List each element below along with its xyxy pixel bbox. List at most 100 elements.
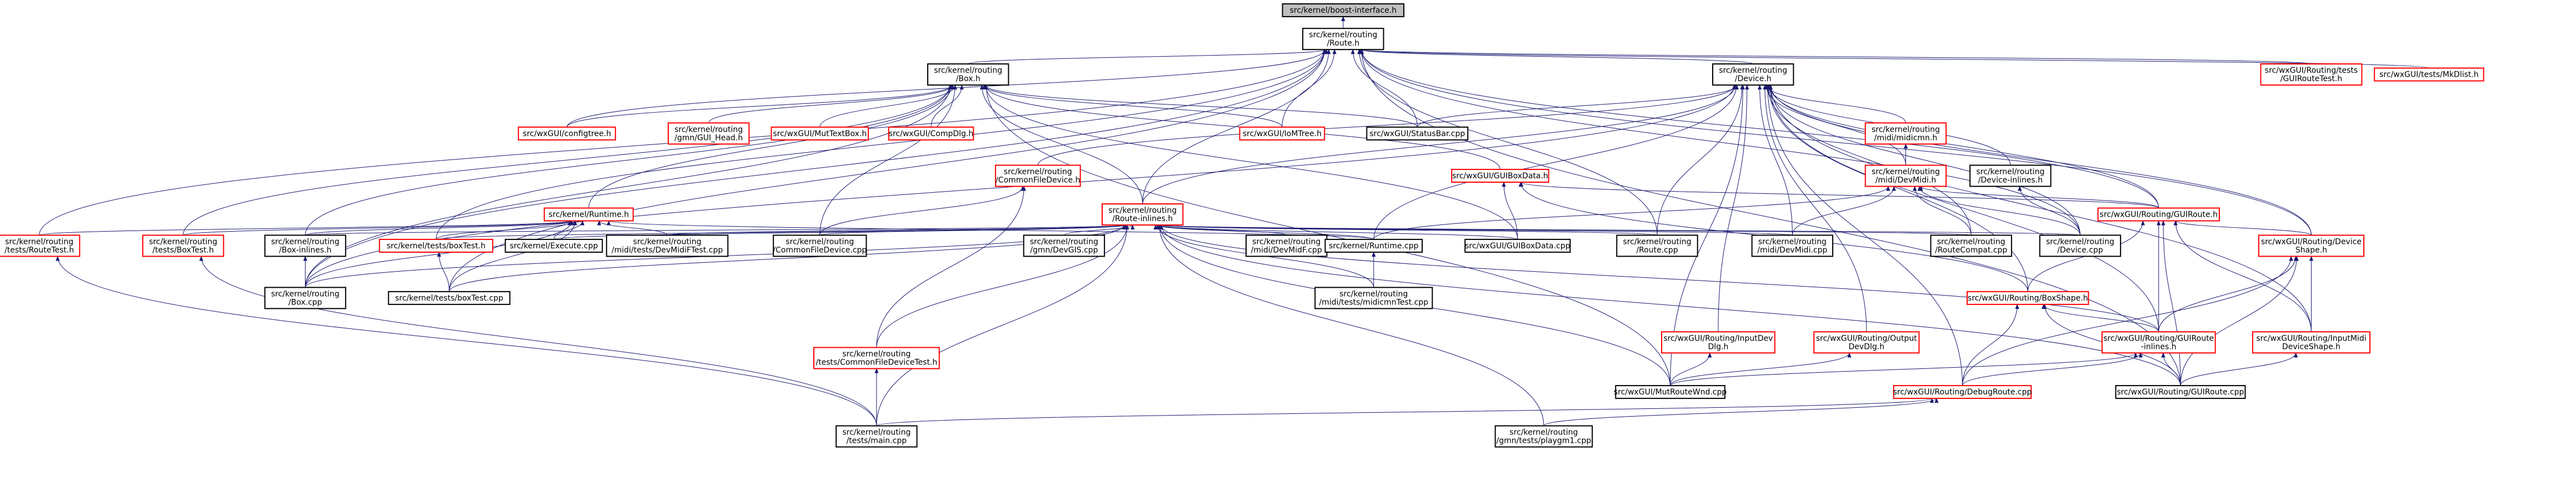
node-boxtest-cpp[interactable]: src/kernel/tests/boxTest.cpp (388, 291, 511, 305)
node-guiroutetest[interactable]: src/wxGUI/Routing/tests/GUIRouteTest.h (2260, 63, 2363, 86)
node-label: src/wxGUI/MutRouteWnd.cpp (1614, 388, 1727, 397)
node-gmngui-head[interactable]: src/kernel/routing/gmn/GUI_Head.h (667, 122, 750, 145)
edge-boxinlines-h-to-routeinlines-h (305, 224, 1126, 236)
node-route-h[interactable]: src/kernel/routing/Route.h (1302, 28, 1384, 51)
node-playgm1[interactable]: src/kernel/routing/gmn/tests/playgm1.cpp (1494, 425, 1593, 448)
node-deviceinlines-h[interactable]: src/kernel/routing/Device-inlines.h (1969, 164, 2052, 187)
node-guiboxdata-h[interactable]: src/wxGUI/GUIBoxData.h (1451, 168, 1549, 183)
node-configtree-h[interactable]: src/wxGUI/configtree.h (518, 126, 616, 141)
node-box (2258, 234, 2365, 257)
node-gmndevgis[interactable]: src/kernel/routing/gmn/DevGIS.cpp (1023, 234, 1106, 257)
node-commonfiledevice-cpp[interactable]: src/kernel/routing/CommonFileDevice.cpp (773, 234, 867, 257)
node-label: src/wxGUI/StatusBar.cpp (1369, 129, 1465, 138)
node-commonfiledevicetest[interactable]: src/kernel/routing/tests/CommonFileDevic… (813, 347, 940, 369)
node-device-h[interactable]: src/kernel/routing/Device.h (1712, 63, 1794, 86)
node-routetest-h[interactable]: src/kernel/routing/tests/RouteTest.h (0, 234, 81, 257)
node-label: /gmn/GUI_Head.h (674, 133, 743, 142)
node-label: src/kernel/routing (1030, 237, 1098, 246)
edge-commonfiledevice-cpp-to-commonfiledevice-h (819, 186, 1025, 236)
edge-guiroute-h-to-mididevmidi-h (1919, 186, 2159, 208)
node-box (1239, 126, 1325, 141)
node-boxtest-h2[interactable]: src/kernel/tests/boxTest.h (379, 238, 493, 253)
node-label: src/wxGUI/GUIBoxData.cpp (1465, 242, 1570, 251)
node-box (1324, 238, 1423, 253)
edge-guirouteinlines-to-routeinlines-h (1159, 224, 2159, 332)
node-midicmntest[interactable]: src/kernel/routing/midi/tests/midicmnTes… (1314, 287, 1433, 309)
node-iomtree[interactable]: src/wxGUI/IoMTree.h (1239, 126, 1325, 141)
node-box (379, 238, 493, 253)
node-label: DevDlg.h (1849, 342, 1885, 351)
node-guiroute-cpp[interactable]: src/wxGUI/Routing/GUIRoute.cpp (2115, 385, 2246, 399)
edge-guiroutetest-to-route-h (1360, 49, 2312, 64)
node-main-cpp[interactable]: src/kernel/routing/tests/main.cpp (836, 425, 918, 448)
node-mkdlist[interactable]: src/wxGUI/tests/MkDlist.h (2374, 67, 2484, 82)
node-label: /Device.h (1735, 74, 1772, 83)
node-label: src/kernel/routing (271, 237, 339, 246)
edge-devmiditest-to-runtime-h (597, 220, 668, 236)
node-guiboxshape-h[interactable]: src/wxGUI/Routing/BoxShape.h (1967, 291, 2089, 305)
node-mutroutewnd[interactable]: src/wxGUI/MutRouteWnd.cpp (1614, 385, 1727, 399)
node-mididevmidi-h[interactable]: src/kernel/routing/midi/DevMidi.h (1864, 164, 1947, 187)
node-boxinlines-h[interactable]: src/kernel/routing/Box-inlines.h (264, 234, 347, 257)
node-route-cpp[interactable]: src/kernel/routing/Route.cpp (1616, 234, 1698, 257)
node-label: -inlines.h (2141, 342, 2177, 351)
node-commonfiledevice-h[interactable]: src/kernel/routing/CommonFileDevice.h (994, 164, 1081, 187)
edge-inputmidi-to-device-h (1768, 84, 2312, 332)
node-execute-cpp[interactable]: src/kernel/Execute.cpp (504, 238, 603, 253)
node-box (1864, 122, 1947, 145)
edge-guirouteinlines-to-device-h (1768, 84, 2159, 332)
node-guideviceshape-h[interactable]: src/wxGUI/Routing/DeviceShape.h (2258, 234, 2365, 257)
node-label: src/wxGUI/Routing/GUIRoute (2103, 334, 2214, 343)
node-box (543, 207, 634, 222)
node-label: src/kernel/boost-interface.h (1289, 6, 1397, 15)
edge-debugroute-to-guiboxshape-h (1962, 304, 2019, 386)
node-label: src/kernel/routing (1976, 167, 2044, 176)
edge-mkdlist-to-route-h (1360, 49, 2429, 69)
node-label: src/kernel/routing (1339, 289, 1408, 298)
edge-layer (39, 16, 2429, 426)
node-guiroute-h[interactable]: src/wxGUI/Routing/GUIRoute.h (2097, 207, 2220, 222)
node-box (1712, 63, 1794, 86)
node-label: src/kernel/tests/boxTest.h (387, 242, 486, 251)
edge-guirouteinlines-to-guideviceshape-h (2158, 256, 2298, 332)
edge-devmidi-cpp-to-routeinlines-h (1159, 224, 1793, 236)
node-label: Dlg.h (1708, 342, 1728, 351)
edge-mutroutewnd-to-guirouteinlines (1670, 352, 2138, 386)
node-midicmn[interactable]: src/kernel/routing/midi/midicmn.h (1864, 122, 1947, 145)
node-devmiditest[interactable]: src/kernel/routing/midi/tests/DevMidiFTe… (606, 234, 729, 257)
node-compdlg[interactable]: src/wxGUI/CompDlg.h (888, 126, 974, 141)
node-devmidi-cpp[interactable]: src/kernel/routing/midi/DevMidi.cpp (1751, 234, 1834, 257)
node-device-cpp[interactable]: src/kernel/routing/Device.cpp (2039, 234, 2122, 257)
node-boxtest-h[interactable]: src/kernel/routing/tests/BoxTest.h (142, 234, 224, 257)
edge-debugroute-to-guirouteinlines (1962, 352, 2143, 386)
node-runtime-cpp[interactable]: src/kernel/Runtime.cpp (1324, 238, 1423, 253)
node-label: src/kernel/routing (674, 125, 743, 134)
node-devmidf[interactable]: src/kernel/routing/midi/DevMidF.cpp (1246, 234, 1328, 257)
node-label: /Device-inlines.h (1978, 176, 2043, 184)
node-label: /midi/DevMidi.cpp (1757, 246, 1827, 254)
edge-devmiditest-to-routeinlines-h (667, 224, 1127, 236)
node-box-cpp[interactable]: src/kernel/routing/Box.cpp (264, 287, 347, 309)
edge-routetest-h-to-runtime-h (39, 220, 572, 236)
node-box (927, 63, 1009, 86)
edge-guiroute-h-to-guiboxdata-h (1519, 182, 2159, 208)
node-debugroute[interactable]: src/wxGUI/Routing/DebugRoute.cpp (1893, 385, 2032, 399)
node-guiboxdata-cpp[interactable]: src/wxGUI/GUIBoxData.cpp (1464, 238, 1571, 253)
edge-commonfiledevicetest-to-routeinlines-h (876, 224, 1129, 348)
node-box (1930, 234, 2012, 257)
node-box (1967, 291, 2089, 305)
node-runtime-h[interactable]: src/kernel/Runtime.h (543, 207, 634, 222)
node-multextbox[interactable]: src/wxGUI/MutTextBox.h (771, 126, 869, 141)
edge-outputdevdlg-to-device-h (1763, 84, 1867, 332)
node-label: /Route.h (1327, 39, 1359, 48)
edge-mutroutewnd-to-outputdevdlg (1670, 352, 1852, 386)
node-routecompat[interactable]: src/kernel/routing/RouteCompat.cpp (1930, 234, 2012, 257)
node-statusbar[interactable]: src/wxGUI/StatusBar.cpp (1366, 126, 1469, 141)
edge-iomtree-to-box-h (982, 84, 1283, 127)
node-box-h[interactable]: src/kernel/routing/Box.h (927, 63, 1009, 86)
node-guirouteinlines[interactable]: src/wxGUI/Routing/GUIRoute-inlines.h (2101, 331, 2216, 354)
node-routeinlines-h[interactable]: src/kernel/routing/Route-inlines.h (1102, 203, 1184, 226)
